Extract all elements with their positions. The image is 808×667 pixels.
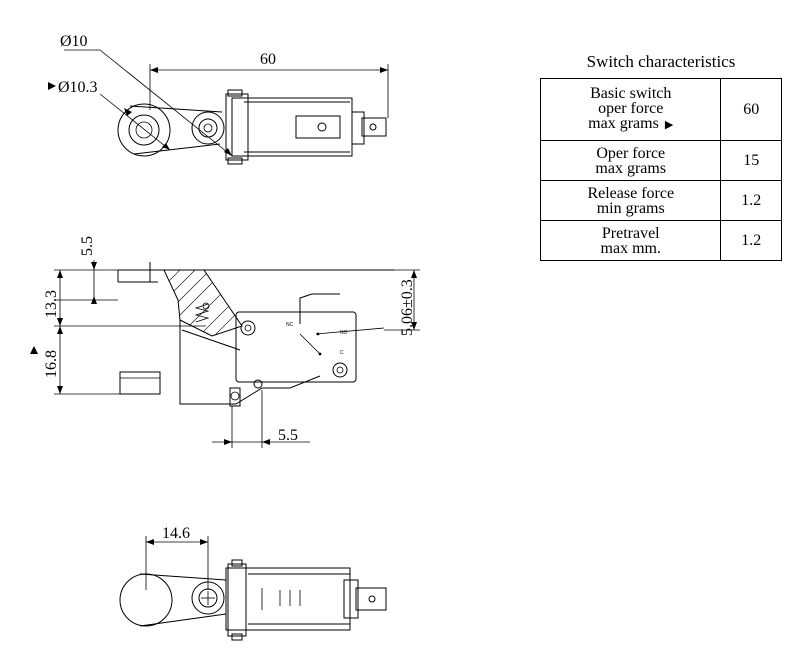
row-value: 15 bbox=[720, 140, 782, 181]
table-row: Pretravel max mm. 1.2 bbox=[539, 220, 782, 261]
row-label: Release force min grams bbox=[539, 180, 722, 221]
triangle-marker-icon: ▶ bbox=[664, 119, 674, 131]
label-c: C bbox=[340, 350, 344, 356]
dim-16-8: 16.8 bbox=[43, 350, 60, 378]
row-label: Pretravel max mm. bbox=[539, 220, 722, 261]
row-label: Basic switch oper force max grams▶ bbox=[539, 78, 722, 141]
row-label-line: Oper force bbox=[596, 144, 666, 162]
characteristics-table: Basic switch oper force max grams▶ 60 Op… bbox=[539, 78, 782, 261]
label-no: NO bbox=[340, 330, 348, 336]
dim-length-60: 60 bbox=[260, 51, 276, 68]
table-title: Switch characteristics bbox=[586, 52, 736, 71]
microswitch-body bbox=[235, 311, 357, 383]
pivot-inner bbox=[198, 118, 218, 138]
row-value: 1.2 bbox=[720, 180, 782, 221]
row-value: 1.2 bbox=[720, 220, 782, 261]
dim-5-06: 5.06±0.3 bbox=[399, 279, 416, 336]
dim-5-5-top: 5.5 bbox=[79, 236, 96, 256]
row-label-line: max mm. bbox=[600, 239, 661, 257]
dim-14-6: 14.6 bbox=[162, 525, 190, 542]
roller-outer bbox=[117, 103, 171, 157]
row-label-line: Pretravel bbox=[601, 224, 660, 242]
side-view: NC NO C 5.5 13.3 16.8 5.06±0.3 bbox=[30, 236, 420, 448]
bottom-view: 14.6 bbox=[119, 525, 387, 641]
table-row: Release force min grams 1.2 bbox=[539, 180, 782, 221]
dim-dia-10-3: Ø10.3 bbox=[58, 79, 98, 96]
switch-characteristics-table: Switch characteristics Basic switch oper… bbox=[539, 50, 782, 261]
bracket bbox=[163, 269, 243, 337]
row-label-line: oper force bbox=[598, 100, 664, 117]
top-view: 60 Ø10 Ø10.3 bbox=[48, 33, 389, 165]
row-value: 60 bbox=[720, 78, 782, 141]
row-label-line: Release force bbox=[587, 184, 675, 202]
foot bbox=[119, 371, 161, 395]
dim-13-3: 13.3 bbox=[43, 290, 60, 318]
table-row: Basic switch oper force max grams▶ 60 bbox=[539, 78, 782, 141]
row-label-line: max grams▶ bbox=[588, 115, 674, 132]
row-label-line: min grams bbox=[596, 199, 665, 217]
row-label-line: max grams bbox=[595, 159, 667, 177]
dim-5-5-bottom: 5.5 bbox=[278, 427, 298, 444]
dim-dia-10: Ø10 bbox=[60, 33, 88, 50]
row-label-line: Basic switch bbox=[590, 85, 672, 102]
label-nc: NC bbox=[286, 322, 294, 328]
table-row: Oper force max grams 15 bbox=[539, 140, 782, 181]
roller-inner bbox=[128, 114, 160, 146]
pivot-outer bbox=[191, 111, 225, 145]
row-label: Oper force max grams bbox=[539, 140, 722, 181]
